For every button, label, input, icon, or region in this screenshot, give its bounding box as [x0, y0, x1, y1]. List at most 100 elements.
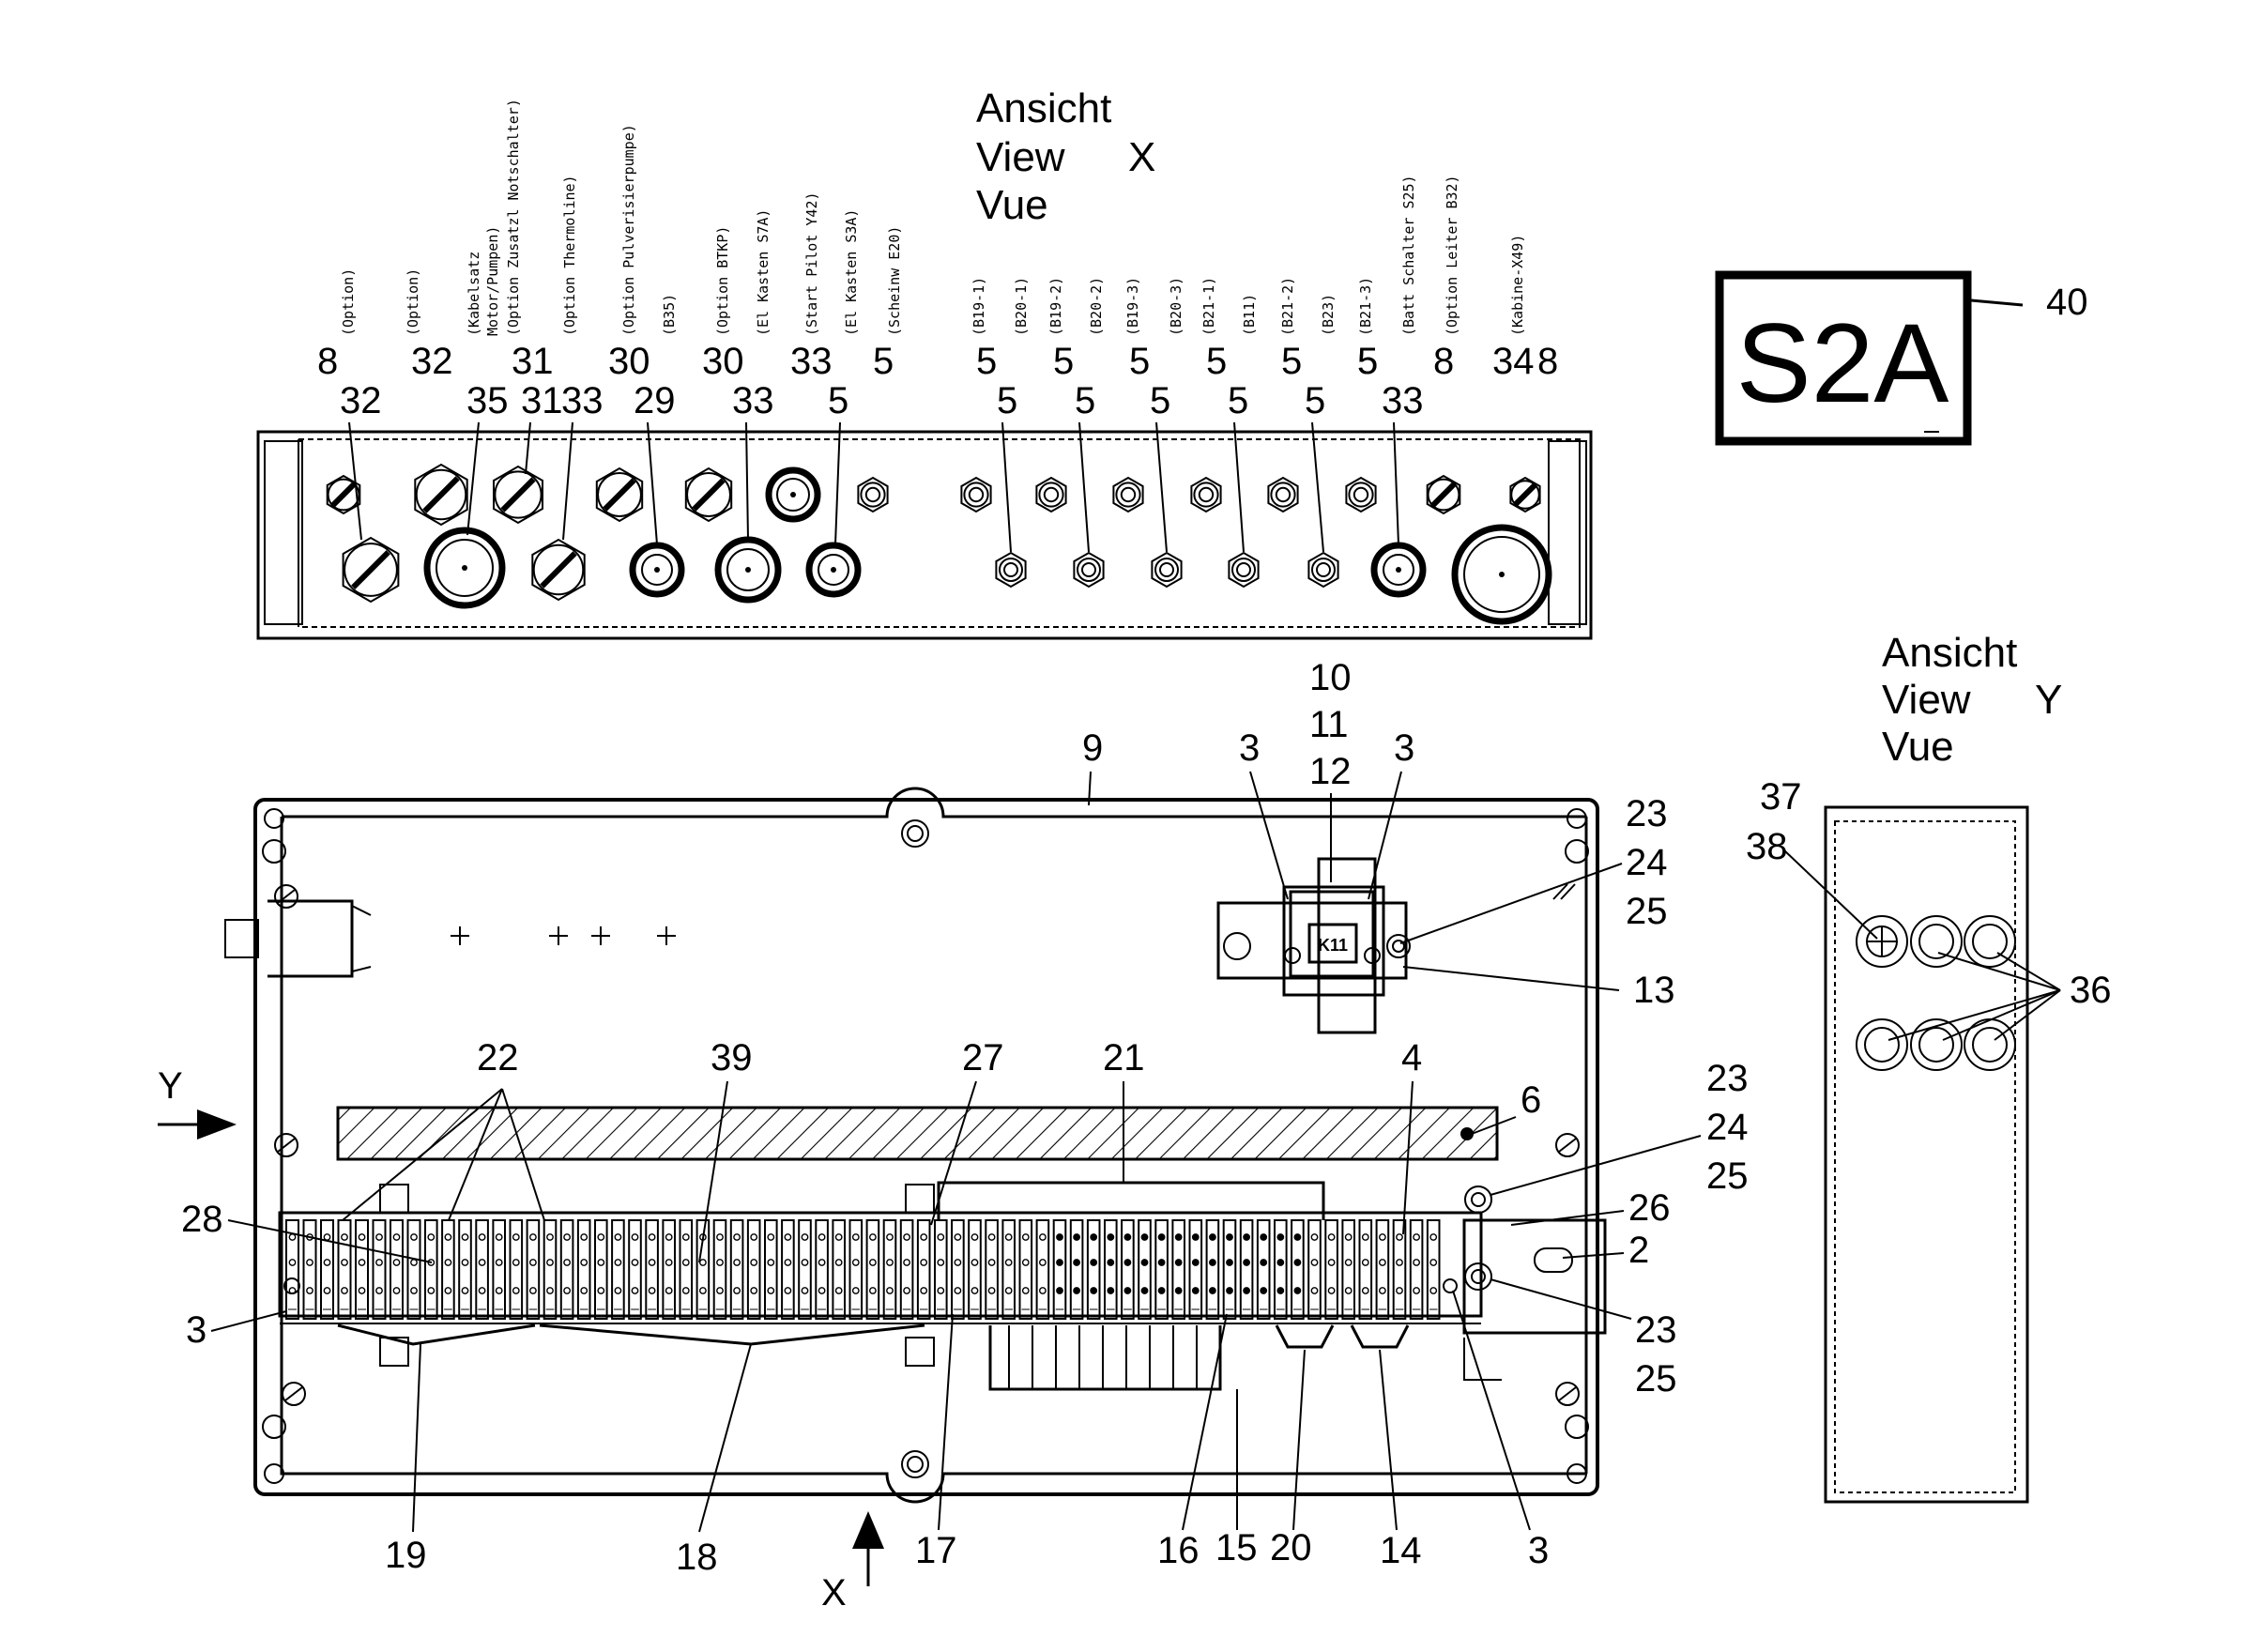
terminal-block [1409, 1219, 1424, 1320]
cable-duct [336, 1106, 1499, 1161]
callout-top-row2: 33 [561, 380, 604, 421]
view-x-ansicht: Ansicht [976, 85, 1111, 131]
callout-17: 17 [915, 1530, 957, 1571]
callout-18: 18 [676, 1537, 718, 1578]
gland-nut [684, 467, 733, 523]
callout-top-row2: 5 [1150, 380, 1170, 421]
gland-nut [995, 551, 1027, 589]
gland-plate [256, 430, 1593, 640]
view-y-glands [1856, 915, 2016, 1071]
cable-glands [326, 463, 1552, 625]
callout-13: 13 [1633, 970, 1675, 1011]
terminal-block [798, 1219, 812, 1320]
callout-28: 28 [181, 1199, 223, 1240]
gland-round [629, 542, 685, 598]
callout-top-row1: 8 [1537, 341, 1558, 382]
callout-top-row2: 33 [1382, 380, 1424, 421]
callout-top-row1: 8 [1433, 341, 1454, 382]
callout-top-row1: 8 [317, 341, 338, 382]
callout-11: 11 [1309, 704, 1349, 745]
view-y-view: View [1882, 677, 1971, 723]
gland-label: (Start Pilot Y42) [803, 191, 820, 336]
gland-label: (Option Thermoline) [561, 175, 578, 336]
terminal-block [1239, 1219, 1254, 1320]
terminal-block [337, 1219, 352, 1320]
terminal-block [302, 1219, 317, 1320]
terminal-block [492, 1219, 507, 1320]
gland-round [765, 467, 821, 523]
gland-nut [326, 474, 361, 515]
terminal-block [1222, 1219, 1237, 1320]
callout-23-low: 23 [1635, 1309, 1677, 1351]
gland-nut [1035, 476, 1067, 513]
terminal-block [865, 1219, 880, 1320]
view-y-vue: Vue [1882, 724, 1954, 770]
terminal-block [1069, 1219, 1084, 1320]
callout-10: 10 [1309, 657, 1352, 698]
terminal-block [1375, 1219, 1390, 1320]
callout-top-row2: 33 [732, 380, 774, 421]
gland-nut [1190, 476, 1222, 513]
callout-14: 14 [1380, 1530, 1422, 1571]
terminal-block [406, 1219, 421, 1320]
callout-9: 9 [1082, 727, 1103, 769]
terminal-block [576, 1219, 591, 1320]
gland-label: (B21-1) [1200, 277, 1217, 336]
terminal-block [1341, 1219, 1356, 1320]
terminal-block [458, 1219, 472, 1320]
view-x-vue: Vue [976, 182, 1048, 228]
terminal-block [662, 1219, 677, 1320]
gland-nut [493, 465, 543, 525]
terminal-block [934, 1219, 948, 1320]
callout-22: 22 [477, 1037, 519, 1078]
gland-label: (B20-2) [1088, 277, 1105, 336]
callout-3-left: 3 [186, 1309, 206, 1351]
corner-screws [262, 808, 1589, 1484]
gland-nut [960, 476, 992, 513]
gland-nut [1509, 476, 1541, 513]
callout-38: 38 [1746, 826, 1788, 867]
callout-top-row1: 5 [976, 341, 997, 382]
s2a-sign-text: S2A [1736, 300, 1949, 426]
terminal-block [285, 1219, 299, 1320]
terminal-block [526, 1219, 541, 1320]
gland-label: (B19-1) [971, 277, 987, 336]
terminal-block [1274, 1219, 1288, 1320]
terminal-block [1291, 1219, 1305, 1320]
main-enclosure [224, 787, 1599, 1504]
terminal-block [1392, 1219, 1407, 1320]
terminal-block [559, 1219, 574, 1320]
gland-nut [857, 476, 889, 513]
terminal-block [628, 1219, 642, 1320]
callout-top-row2: 35 [466, 380, 509, 421]
callout-36: 36 [2070, 970, 2112, 1011]
terminal-block [1171, 1219, 1186, 1320]
callout-top-row1: 34 [1492, 341, 1535, 382]
gland-label: (Option Pulverisierpumpe) [620, 124, 637, 336]
gland-label: (Option) [340, 268, 357, 336]
gland-nut [1228, 551, 1260, 589]
terminal-block [695, 1219, 711, 1320]
terminal-block [1256, 1219, 1271, 1320]
terminal-block [355, 1219, 369, 1320]
gland-round [423, 527, 506, 609]
gland-label: (B19-3) [1124, 277, 1141, 336]
callout-top-row1: 5 [1357, 341, 1378, 382]
callout-25-mid: 25 [1706, 1155, 1749, 1197]
callout-top-row1: 32 [411, 341, 453, 382]
view-y-panel: 37 38 36 [1746, 776, 2112, 1504]
gland-round [1451, 524, 1552, 625]
callout-top-row2: 5 [1075, 380, 1095, 421]
terminal-block [832, 1219, 847, 1320]
callout-top-row1: 33 [790, 341, 833, 382]
top-leader-lines [348, 421, 1399, 553]
gland-label: (Scheinw E20) [886, 226, 903, 336]
terminal-block [1138, 1219, 1152, 1320]
terminal-block [916, 1219, 931, 1320]
gland-label: (Option BTKP) [714, 226, 731, 336]
terminal-block [320, 1219, 334, 1320]
terminal-block [594, 1219, 608, 1320]
main-callouts: 10 11 12 9 3 3 23 24 25 13 22 39 27 21 4… [181, 657, 1749, 1578]
